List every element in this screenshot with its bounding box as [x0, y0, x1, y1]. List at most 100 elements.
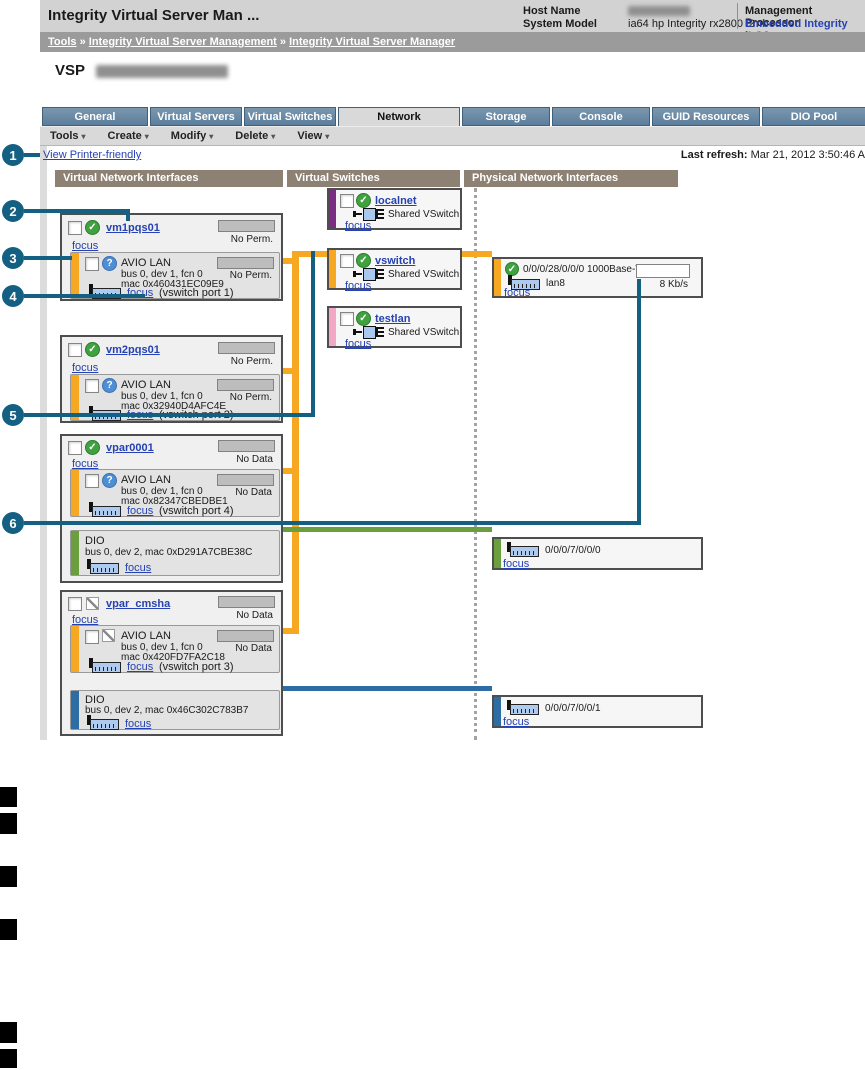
tab-dio-pool[interactable]: DIO Pool	[762, 107, 865, 126]
chevron-down-icon: ▾	[209, 132, 214, 141]
menu-view[interactable]: View▾	[297, 130, 330, 142]
status-ok-icon: ✓	[356, 253, 371, 268]
vswitch-focus-link[interactable]: focus	[345, 338, 372, 350]
vnic-port: (vswitch port 4)	[159, 505, 234, 517]
vpar-cmsha-checkbox[interactable]	[68, 597, 82, 611]
view-printer-friendly-link[interactable]: View Printer-friendly	[43, 149, 142, 161]
vm2pqs01-checkbox[interactable]	[68, 343, 82, 357]
breadcrumb-link-tools[interactable]: Tools	[48, 36, 77, 48]
utilization-meter	[217, 630, 274, 642]
vnic-checkbox[interactable]	[85, 474, 99, 488]
menu-create[interactable]: Create▾	[107, 130, 149, 142]
vm-name-link[interactable]: vpar0001	[106, 442, 154, 454]
vnic-stripe-orange	[71, 375, 79, 420]
status-ok-icon: ✓	[505, 262, 519, 276]
vm-focus-link[interactable]: focus	[72, 458, 99, 470]
meter-label: No Perm.	[230, 356, 273, 367]
vm-name-link[interactable]: vm2pqs01	[106, 344, 160, 356]
pnic-title: 0/0/0/28/0/0/0 1000Base-T LAN	[523, 264, 664, 275]
callout-line-4	[24, 294, 145, 298]
connector-dio-blue	[283, 686, 492, 691]
breadcrumb-separator: »	[79, 36, 86, 48]
dio-focus-link[interactable]: focus	[125, 562, 152, 574]
vm-focus-link[interactable]: focus	[72, 240, 99, 252]
tab-storage[interactable]: Storage	[462, 107, 550, 126]
chevron-down-icon: ▾	[325, 132, 330, 141]
status-unknown-icon: ?	[102, 473, 117, 488]
menu-tools[interactable]: Tools▾	[50, 130, 86, 142]
vswitch-focus-link[interactable]: focus	[345, 220, 372, 232]
vm-card-vm2pqs01: ✓ vm2pqs01 No Perm. focus ? AVIO LAN bus…	[60, 335, 283, 423]
vm1pqs01-checkbox[interactable]	[68, 221, 82, 235]
pnic-focus-link[interactable]: focus	[503, 716, 530, 728]
legend-marker	[0, 1022, 17, 1043]
vswitch-focus-link[interactable]: focus	[345, 280, 372, 292]
menu-modify[interactable]: Modify▾	[170, 130, 214, 142]
pnic-device: 0/0/0/7/0/0/0	[545, 545, 601, 556]
nic-icon	[87, 559, 119, 574]
vnic-stripe-orange	[71, 253, 79, 298]
last-refresh: Last refresh: Mar 21, 2012 3:50:46 A	[620, 149, 865, 161]
breadcrumb-link-ivsm[interactable]: Integrity Virtual Server Management	[88, 36, 277, 48]
vswitch-name-link[interactable]: testlan	[375, 313, 411, 325]
tab-general[interactable]: General	[42, 107, 148, 126]
connector-stub-vm1	[283, 258, 292, 264]
vswitch-checkbox[interactable]	[340, 254, 354, 268]
pnic-stripe-green	[494, 539, 501, 568]
vnic-card: ? AVIO LAN bus 0, dev 1, fcn 0 mac 0x460…	[70, 252, 280, 299]
pnic-focus-link[interactable]: focus	[504, 287, 531, 299]
status-unavailable-icon	[102, 629, 115, 642]
vnic-bus: bus 0, dev 1, fcn 0	[121, 269, 203, 280]
vnic-checkbox[interactable]	[85, 257, 99, 271]
vm-name-link[interactable]: vpar_cmsha	[106, 598, 171, 610]
meter-label: No Perm.	[229, 392, 272, 403]
vswitch-name-link[interactable]: localnet	[375, 195, 417, 207]
vnic-checkbox[interactable]	[85, 379, 99, 393]
app-title: Integrity Virtual Server Man ...	[48, 7, 260, 24]
menu-delete[interactable]: Delete▾	[235, 130, 276, 142]
header-divider	[737, 3, 738, 29]
vm-name-link[interactable]: vm1pqs01	[106, 222, 160, 234]
pnic-focus-link[interactable]: focus	[503, 558, 530, 570]
dio-focus-link[interactable]: focus	[125, 718, 152, 730]
pnic-device: 0/0/0/7/0/0/1	[545, 703, 601, 714]
utilization-meter	[218, 342, 275, 354]
vnic-port: (vswitch port 3)	[159, 661, 234, 673]
vnic-stripe-orange	[71, 470, 79, 516]
tab-virtual-switches[interactable]: Virtual Switches	[244, 107, 336, 126]
vnic-mac: mac 0x420FD7FA2C18	[121, 652, 225, 663]
vm-card-vpar0001: ✓ vpar0001 No Data focus ? AVIO LAN bus …	[60, 434, 283, 583]
tab-console[interactable]: Console	[552, 107, 650, 126]
vnic-card: ? AVIO LAN bus 0, dev 1, fcn 0 mac 0x823…	[70, 469, 280, 517]
column-header-virtual-nics: Virtual Network Interfaces	[55, 170, 283, 187]
redacted-vsp-hostname	[96, 65, 228, 78]
testlan-checkbox[interactable]	[340, 312, 354, 326]
vnic-focus-link[interactable]: focus	[127, 661, 154, 673]
connector-dio-green	[283, 527, 492, 532]
pnic-device: lan8	[546, 278, 565, 289]
status-unknown-icon: ?	[102, 256, 117, 271]
breadcrumb-link-manager[interactable]: Integrity Virtual Server Manager	[289, 36, 456, 48]
callout-badge-4: 4	[2, 285, 24, 307]
utilization-meter	[217, 474, 274, 486]
tab-virtual-servers[interactable]: Virtual Servers	[150, 107, 242, 126]
vm-focus-link[interactable]: focus	[72, 614, 99, 626]
vnic-checkbox[interactable]	[85, 630, 99, 644]
localnet-checkbox[interactable]	[340, 194, 354, 208]
status-ok-icon: ✓	[85, 220, 100, 235]
vswitch-icon	[353, 267, 385, 281]
legend-marker	[0, 866, 17, 887]
callout-line-2	[24, 209, 130, 213]
vm-focus-link[interactable]: focus	[72, 362, 99, 374]
vnic-type: AVIO LAN	[121, 379, 171, 391]
vpar0001-checkbox[interactable]	[68, 441, 82, 455]
last-refresh-value: Mar 21, 2012 3:50:46 A	[750, 149, 865, 161]
tab-network[interactable]: Network	[338, 107, 460, 128]
column-header-virtual-switches: Virtual Switches	[287, 170, 460, 187]
vnic-focus-link[interactable]: focus	[127, 505, 154, 517]
vnic-bus: bus 0, dev 1, fcn 0	[121, 391, 203, 402]
vswitch-icon	[353, 325, 385, 339]
tab-guid-resources[interactable]: GUID Resources	[652, 107, 760, 126]
vswitch-name-link[interactable]: vswitch	[375, 255, 416, 267]
connector-stub-vm2	[283, 368, 292, 374]
